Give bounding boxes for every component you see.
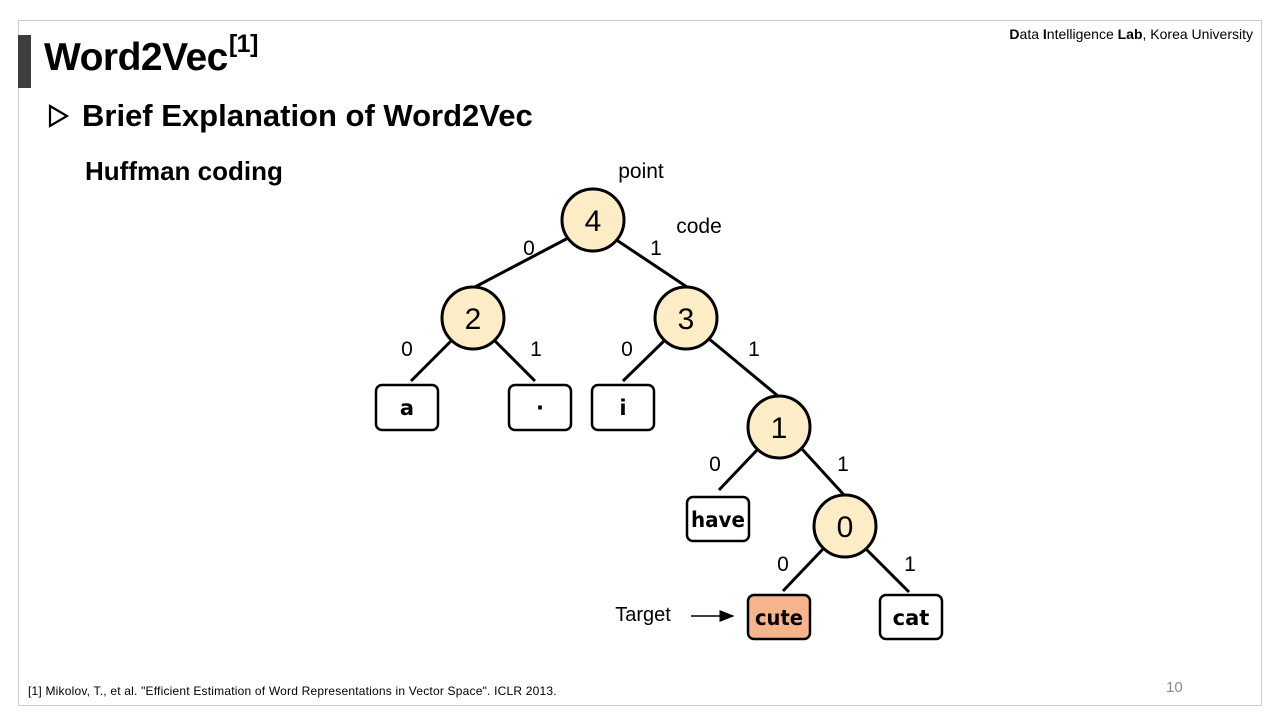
title-text: Word2Vec xyxy=(44,36,228,79)
leaf-label-i: i xyxy=(619,396,626,420)
slide-subtitle: Brief Explanation of Word2Vec xyxy=(82,98,533,133)
node-label-0: 0 xyxy=(837,511,854,544)
code-2-left: 0 xyxy=(401,338,413,361)
code-1-left: 0 xyxy=(709,453,721,476)
lab-initial-d: D xyxy=(1009,26,1020,42)
code-0-right: 1 xyxy=(904,553,916,576)
node-label-4: 4 xyxy=(585,205,602,238)
lab-text-2: ntelligence xyxy=(1046,26,1118,42)
edge-0-cat xyxy=(864,547,911,594)
code-4-left: 0 xyxy=(523,237,535,260)
leaf-box-have xyxy=(685,495,751,543)
code-label: code xyxy=(676,215,722,238)
title-accent-bar xyxy=(18,35,31,88)
node-label-3: 3 xyxy=(678,303,695,336)
lab-initial-i: I xyxy=(1042,26,1047,42)
lab-initial-lab: Lab xyxy=(1117,26,1143,42)
slide-title: Word2Vec[1] xyxy=(44,30,258,80)
edge-3-i xyxy=(621,338,667,383)
code-1-right: 1 xyxy=(837,453,849,476)
leaf-box-a xyxy=(374,383,440,432)
edge-2-dot xyxy=(492,338,537,383)
code-3-right: 1 xyxy=(748,338,760,361)
leaf-box-dot xyxy=(507,383,573,432)
leaf-label-have: have xyxy=(691,508,745,532)
code-4-right: 1 xyxy=(650,237,662,260)
edge-1-0 xyxy=(800,447,846,497)
inner-nodes: 4 2 3 1 0 xyxy=(440,187,878,559)
leaf-box-cat xyxy=(878,593,944,641)
node-circle-left xyxy=(440,285,506,351)
reference-footnote: [1] Mikolov, T., et al. "Efficient Estim… xyxy=(28,684,557,698)
page-number: 10 xyxy=(1166,679,1183,696)
leaf-box-cute xyxy=(746,593,812,641)
leaf-box-i xyxy=(590,383,656,432)
tree-edges xyxy=(409,235,911,594)
edge-1-have xyxy=(717,447,760,492)
code-2-right: 1 xyxy=(530,338,542,361)
lab-text-3: , Korea University xyxy=(1142,26,1253,42)
edge-4-2 xyxy=(474,235,571,289)
node-label-1: 1 xyxy=(771,412,788,445)
edge-3-1 xyxy=(707,336,779,398)
slide-frame xyxy=(18,20,1262,706)
code-0-left: 0 xyxy=(777,553,789,576)
node-circle-root xyxy=(560,187,626,253)
target-label: Target xyxy=(615,604,671,626)
edge-code-labels: 0 1 0 1 0 1 0 1 0 1 xyxy=(401,237,916,576)
point-label: point xyxy=(618,160,664,183)
node-circle-bottom xyxy=(812,493,878,559)
section-heading: Huffman coding xyxy=(85,156,283,186)
leaf-label-cute: cute xyxy=(755,606,803,630)
node-label-2: 2 xyxy=(465,303,482,336)
edge-2-a xyxy=(409,338,454,383)
code-3-left: 0 xyxy=(621,338,633,361)
lab-text-1: ata xyxy=(1019,26,1043,42)
triangle-bullet-icon xyxy=(48,104,70,128)
edge-0-cute xyxy=(781,547,825,593)
lab-name: Data Intelligence Lab, Korea University xyxy=(1009,26,1253,42)
edge-4-3 xyxy=(611,235,688,289)
leaf-label-dot: · xyxy=(536,396,544,420)
leaf-nodes: a · i have cute cat xyxy=(374,383,944,641)
node-circle-right xyxy=(653,285,719,351)
node-circle-mid xyxy=(746,394,812,460)
leaf-label-cat: cat xyxy=(893,606,930,630)
leaf-label-a: a xyxy=(400,396,414,420)
title-reference: [1] xyxy=(228,30,259,58)
